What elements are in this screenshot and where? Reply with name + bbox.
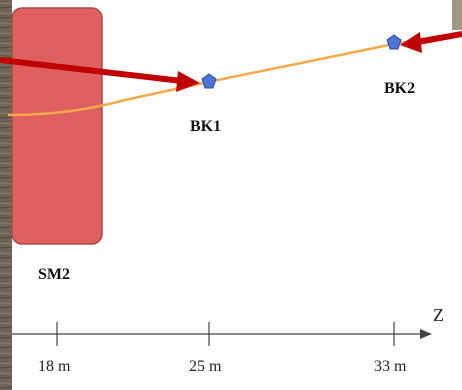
z-axis-arrowhead xyxy=(420,329,432,339)
bk2-label: BK2 xyxy=(384,80,416,97)
bk1-label: BK1 xyxy=(190,118,222,135)
tick-label-18m: 18 m xyxy=(38,358,71,375)
z-axis-label: Z xyxy=(433,305,444,325)
tick-label-33m: 33 m xyxy=(374,358,407,375)
right-photo-strip xyxy=(452,0,462,30)
sm2-block xyxy=(11,7,103,245)
arrow-to-bk2 xyxy=(400,31,462,53)
left-photo-strip xyxy=(0,0,12,390)
sm2-label: SM2 xyxy=(38,266,70,283)
tick-label-25m: 25 m xyxy=(189,358,222,375)
arrow-to-bk1 xyxy=(0,57,200,92)
bk1-marker xyxy=(201,73,217,89)
track-line xyxy=(7,34,441,117)
bk2-marker xyxy=(386,34,402,50)
